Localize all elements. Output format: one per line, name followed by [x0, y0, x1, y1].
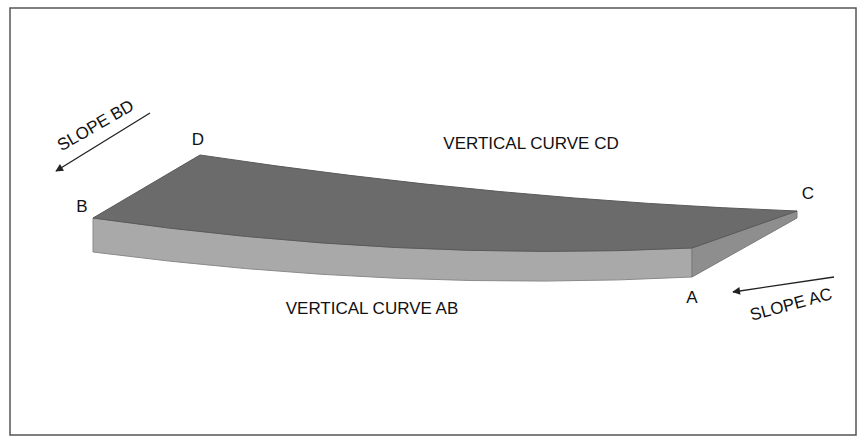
slab-top-face [93, 155, 797, 251]
slope-label: SLOPE AC [748, 285, 834, 323]
frame [10, 8, 856, 435]
curve-label: VERTICAL CURVE AB [286, 300, 459, 317]
slope-label: SLOPE BD [55, 96, 137, 153]
curve-label: VERTICAL CURVE CD [443, 135, 618, 152]
point-label: D [192, 131, 204, 148]
point-label: A [686, 289, 697, 306]
point-label: C [802, 185, 814, 202]
point-label: B [76, 198, 87, 215]
